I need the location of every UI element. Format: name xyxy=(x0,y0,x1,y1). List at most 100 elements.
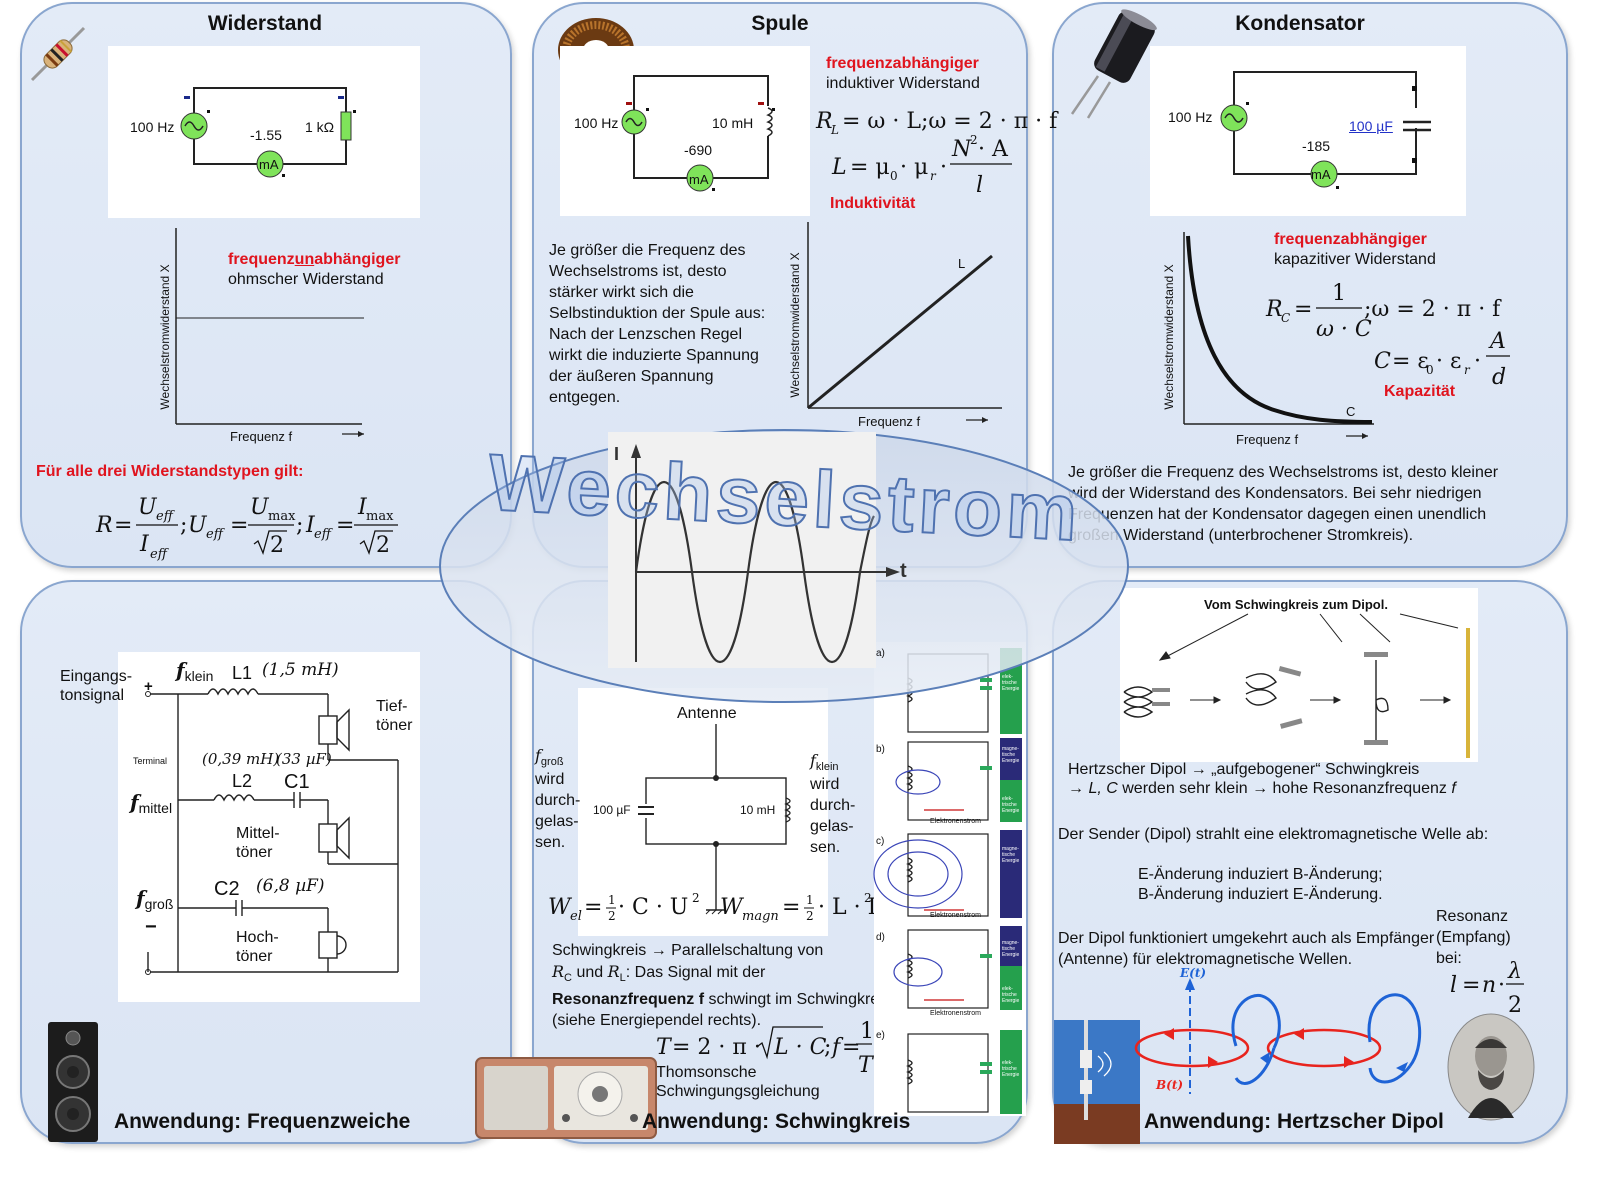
svg-text:= ω · L;ω = 2 · π · f: = ω · L;ω = 2 · π · f xyxy=(842,109,1059,134)
spule-desc-black: induktiver Widerstand xyxy=(826,75,980,92)
spule-graph-xlabel: Frequenz f xyxy=(858,414,921,429)
kondensator-title: Kondensator xyxy=(1235,12,1365,35)
spule-text: Je größer die Frequenz des Wechselstroms… xyxy=(549,242,766,406)
sk-text-rc-sub: C xyxy=(564,972,572,985)
speaker-box-icon xyxy=(48,1022,98,1142)
desc-red-pre: frequenz xyxy=(228,251,295,268)
central-axis-t: t xyxy=(900,560,907,582)
right-f-text: wird durch- gelas- sen. xyxy=(810,776,856,856)
dipol-diagram xyxy=(1123,613,1470,758)
svg-text:;: ; xyxy=(824,1035,831,1060)
schwingkreis-antenna: Antenne xyxy=(677,705,737,722)
svg-text:0: 0 xyxy=(890,169,898,183)
sk-text-und: und xyxy=(572,964,608,981)
sk-text-rl: R xyxy=(607,962,620,981)
spule-graph-ylabel: Wechselstromwiderstand X xyxy=(788,252,802,398)
svg-text:eff: eff xyxy=(206,527,226,542)
antenna-photo-icon xyxy=(1054,1020,1140,1144)
pendel-energy-mag-1: magne- tische Energie xyxy=(1002,746,1020,764)
widerstand-circuit xyxy=(180,87,356,178)
spule-inductor-label: 10 mH xyxy=(712,115,754,131)
schwingkreis-circuit xyxy=(638,724,791,915)
spule-value-label: -690 xyxy=(684,142,713,158)
pendel-energy-mag-3: magne- tische Energie xyxy=(1002,940,1020,958)
svg-text:=: = xyxy=(336,513,354,538)
capacitor-photo-icon xyxy=(1070,9,1157,119)
svg-text:·: · xyxy=(1498,973,1505,998)
widerstand-desc-red: frequenzunabhängiger xyxy=(228,251,400,269)
sk-text-rc: R xyxy=(552,962,565,981)
kondensator-graph xyxy=(1183,232,1374,439)
right-f-sub: klein xyxy=(815,761,839,773)
pendel-strom-1: Elektronenstrom xyxy=(930,818,981,825)
svg-text:= 2 · π ·: = 2 · π · xyxy=(672,1035,761,1060)
svg-text:max: max xyxy=(268,509,296,524)
sk-text-bold: Resonanzfrequenz f xyxy=(552,991,705,1009)
weiche-terminal: Terminal xyxy=(133,756,168,766)
pendel-energy-el-1: elek- trische Energie xyxy=(1002,674,1020,692)
widerstand-value-label: -1.55 xyxy=(250,127,282,143)
spule-label-red: Induktivität xyxy=(830,195,916,212)
dipol-line1: Hertzscher Dipol → „aufgebogener“ Schwin… xyxy=(1068,761,1420,778)
widerstand-resistor-label: 1 kΩ xyxy=(305,119,335,135)
weiche-l1-value: (1,5 mH) xyxy=(262,660,339,680)
kondensator-value-label: -185 xyxy=(1302,138,1331,154)
svg-text:l: l xyxy=(976,173,983,198)
svg-text:2: 2 xyxy=(692,891,700,905)
weiche-l2: L2 xyxy=(232,771,253,791)
svg-text:U: U xyxy=(138,495,158,520)
svg-text:0: 0 xyxy=(1426,363,1434,377)
svg-text:r: r xyxy=(1464,363,1471,377)
pendel-energy-el-4: elek- trische Energie xyxy=(1002,1060,1020,1078)
dipol-line2-mid: werden sehr klein → hohe Resonanzfrequen… xyxy=(1117,780,1452,797)
em-wave-diagram xyxy=(1134,978,1422,1094)
svg-text:W: W xyxy=(720,895,745,920)
central-sine-box xyxy=(608,432,876,668)
pendel-label-e: e) xyxy=(876,1030,885,1041)
weiche-minus: − xyxy=(145,916,157,938)
svg-text:2: 2 xyxy=(376,533,390,558)
widerstand-circuit-box xyxy=(108,46,420,218)
pendel-strom-2: Elektronenstrom xyxy=(930,912,981,919)
svg-text:2: 2 xyxy=(864,891,872,905)
kondensator-capacitor-label[interactable]: 100 µF xyxy=(1349,118,1393,134)
dipol-line2-lc: L, C xyxy=(1088,780,1118,797)
pendel-label-c: c) xyxy=(876,836,885,847)
widerstand-freq-label: 100 Hz xyxy=(130,119,175,135)
svg-text:· ε: · ε xyxy=(1436,349,1461,374)
svg-text:·: · xyxy=(940,155,947,180)
frequenzweiche-diagram xyxy=(145,688,399,975)
svg-text:r: r xyxy=(930,169,937,183)
weiche-c2-value: (6,8 µF) xyxy=(256,876,325,896)
svg-text:n: n xyxy=(1482,973,1496,998)
left-f-text: wird durch- gelas- sen. xyxy=(535,771,581,851)
radio-icon xyxy=(475,1057,657,1139)
dipol-sender: Der Sender (Dipol) strahlt eine elektrom… xyxy=(1058,826,1489,843)
svg-text:eff: eff xyxy=(156,509,176,524)
central-axis-i: I xyxy=(614,444,620,464)
central-sine-graph xyxy=(631,444,900,663)
weiche-f-mittel-sub: mittel xyxy=(138,800,173,816)
svg-text:I: I xyxy=(357,495,368,520)
widerstand-graph xyxy=(175,228,364,437)
resonance-formula: l=n· λ 2 xyxy=(1450,959,1524,1018)
pendel-energy-el-2: elek- trische Energie xyxy=(1002,796,1020,814)
weiche-f-klein-sub: klein xyxy=(184,668,214,684)
svg-text:eff: eff xyxy=(314,527,334,542)
pendel-strom-3: Elektronenstrom xyxy=(930,1010,981,1017)
spule-graph-curve-label: L xyxy=(958,256,966,271)
pendel-energy-el-3: elek- trische Energie xyxy=(1002,986,1020,1004)
svg-text:I: I xyxy=(139,532,150,557)
svg-text:I: I xyxy=(305,513,316,538)
kondensator-label-red: Kapazität xyxy=(1384,383,1456,400)
sk-text-rl-sub: L xyxy=(619,972,626,985)
widerstand-meter-label: mA xyxy=(259,157,279,172)
svg-text:2: 2 xyxy=(270,533,284,558)
svg-text:=: = xyxy=(1462,973,1480,998)
svg-text:· A: · A xyxy=(978,137,1009,162)
sk-text-pre: Schwingkreis → Parallelschaltung von xyxy=(552,942,824,959)
